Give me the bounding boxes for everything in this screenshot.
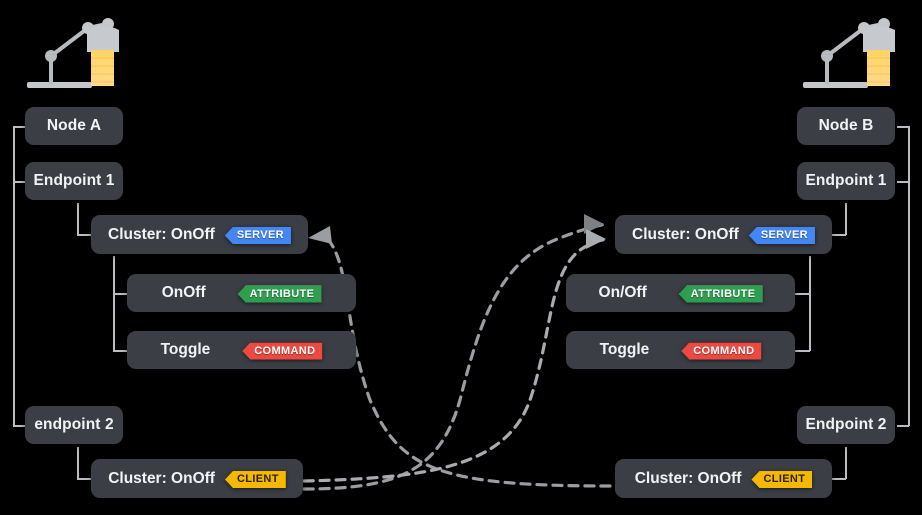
right-endpoint-1-label: Endpoint 1 bbox=[805, 172, 887, 189]
right-attribute-box[interactable]: On/Off ATTRIBUTE bbox=[566, 274, 795, 312]
attribute-badge-wrap-left: ATTRIBUTE bbox=[237, 284, 322, 303]
client-badge-wrap-right: CLIENT bbox=[751, 469, 813, 488]
left-attribute-label: OnOff bbox=[161, 284, 206, 301]
right-rail-to-endpoint1 bbox=[897, 181, 909, 183]
right-cluster-server-label: Cluster: OnOff bbox=[632, 225, 739, 243]
left-rail-to-node-a bbox=[13, 126, 25, 128]
server-badge: SERVER bbox=[224, 227, 291, 244]
left-cluster-to-attribute bbox=[113, 293, 127, 295]
client-badge-wrap-left: CLIENT bbox=[224, 469, 286, 488]
right-cluster-server-box[interactable]: Cluster: OnOff SERVER bbox=[615, 215, 832, 254]
right-cluster-to-command bbox=[795, 350, 810, 352]
left-rail-to-endpoint1 bbox=[13, 181, 25, 183]
left-rail-vertical bbox=[13, 126, 15, 426]
right-endpoint-2-box[interactable]: Endpoint 2 bbox=[797, 406, 895, 444]
right-cluster-client-box[interactable]: Cluster: OnOff CLIENT bbox=[615, 459, 832, 498]
right-endpoint2-stem bbox=[845, 447, 847, 479]
client-badge: CLIENT bbox=[751, 471, 813, 488]
left-cluster-to-command bbox=[113, 350, 127, 352]
desk-lamp-icon-left bbox=[27, 18, 119, 88]
right-endpoint-1-box[interactable]: Endpoint 1 bbox=[797, 162, 895, 200]
command-badge-wrap-left: COMMAND bbox=[242, 341, 323, 360]
right-cluster-to-attribute bbox=[795, 293, 810, 295]
left-cluster-members-rail bbox=[113, 256, 115, 351]
client-badge: CLIENT bbox=[224, 471, 286, 488]
left-endpoint2-to-cluster bbox=[77, 478, 91, 480]
right-cluster-members-rail bbox=[809, 256, 811, 351]
left-cluster-client-label: Cluster: OnOff bbox=[108, 469, 215, 487]
attribute-badge-wrap-right: ATTRIBUTE bbox=[678, 284, 763, 303]
left-cluster-server-label: Cluster: OnOff bbox=[108, 225, 215, 243]
left-attribute-box[interactable]: OnOff ATTRIBUTE bbox=[127, 274, 356, 312]
node-b-box[interactable]: Node B bbox=[797, 107, 895, 145]
right-command-box[interactable]: Toggle COMMAND bbox=[566, 331, 795, 369]
left-endpoint-1-box[interactable]: Endpoint 1 bbox=[25, 162, 123, 200]
left-endpoint2-stem bbox=[77, 447, 79, 479]
right-rail-vertical bbox=[908, 126, 910, 426]
right-endpoint1-stem bbox=[845, 203, 847, 235]
left-rail-to-endpoint2 bbox=[13, 425, 25, 427]
left-endpoint1-stem bbox=[77, 203, 79, 235]
right-endpoint2-to-cluster bbox=[832, 478, 846, 480]
server-badge: SERVER bbox=[748, 227, 815, 244]
node-b-label: Node B bbox=[818, 117, 874, 134]
command-badge: COMMAND bbox=[681, 342, 762, 360]
attribute-badge: ATTRIBUTE bbox=[237, 285, 322, 303]
server-badge-wrap-right: SERVER bbox=[748, 225, 815, 244]
server-badge-wrap-left: SERVER bbox=[224, 225, 291, 244]
right-attribute-label: On/Off bbox=[598, 284, 647, 301]
right-command-label: Toggle bbox=[599, 341, 650, 358]
right-endpoint-2-label: Endpoint 2 bbox=[805, 416, 887, 433]
left-endpoint-2-box[interactable]: endpoint 2 bbox=[25, 406, 123, 444]
node-a-label: Node A bbox=[46, 117, 102, 134]
left-endpoint-2-label: endpoint 2 bbox=[34, 416, 114, 433]
left-command-box[interactable]: Toggle COMMAND bbox=[127, 331, 356, 369]
node-a-box[interactable]: Node A bbox=[25, 107, 123, 145]
attribute-badge: ATTRIBUTE bbox=[678, 285, 763, 303]
left-endpoint-1-label: Endpoint 1 bbox=[33, 172, 115, 189]
command-badge-wrap-right: COMMAND bbox=[681, 341, 762, 360]
right-cluster-client-label: Cluster: OnOff bbox=[634, 469, 742, 487]
left-endpoint1-to-cluster bbox=[77, 234, 91, 236]
desk-lamp-icon-right bbox=[803, 18, 895, 88]
left-cluster-server-box[interactable]: Cluster: OnOff SERVER bbox=[91, 215, 308, 254]
left-cluster-client-box[interactable]: Cluster: OnOff CLIENT bbox=[91, 459, 303, 498]
left-command-label: Toggle bbox=[160, 341, 211, 358]
right-endpoint1-to-cluster bbox=[832, 234, 846, 236]
right-rail-to-endpoint2 bbox=[897, 425, 909, 427]
command-badge: COMMAND bbox=[242, 342, 323, 360]
right-rail-to-node-b bbox=[897, 126, 909, 128]
